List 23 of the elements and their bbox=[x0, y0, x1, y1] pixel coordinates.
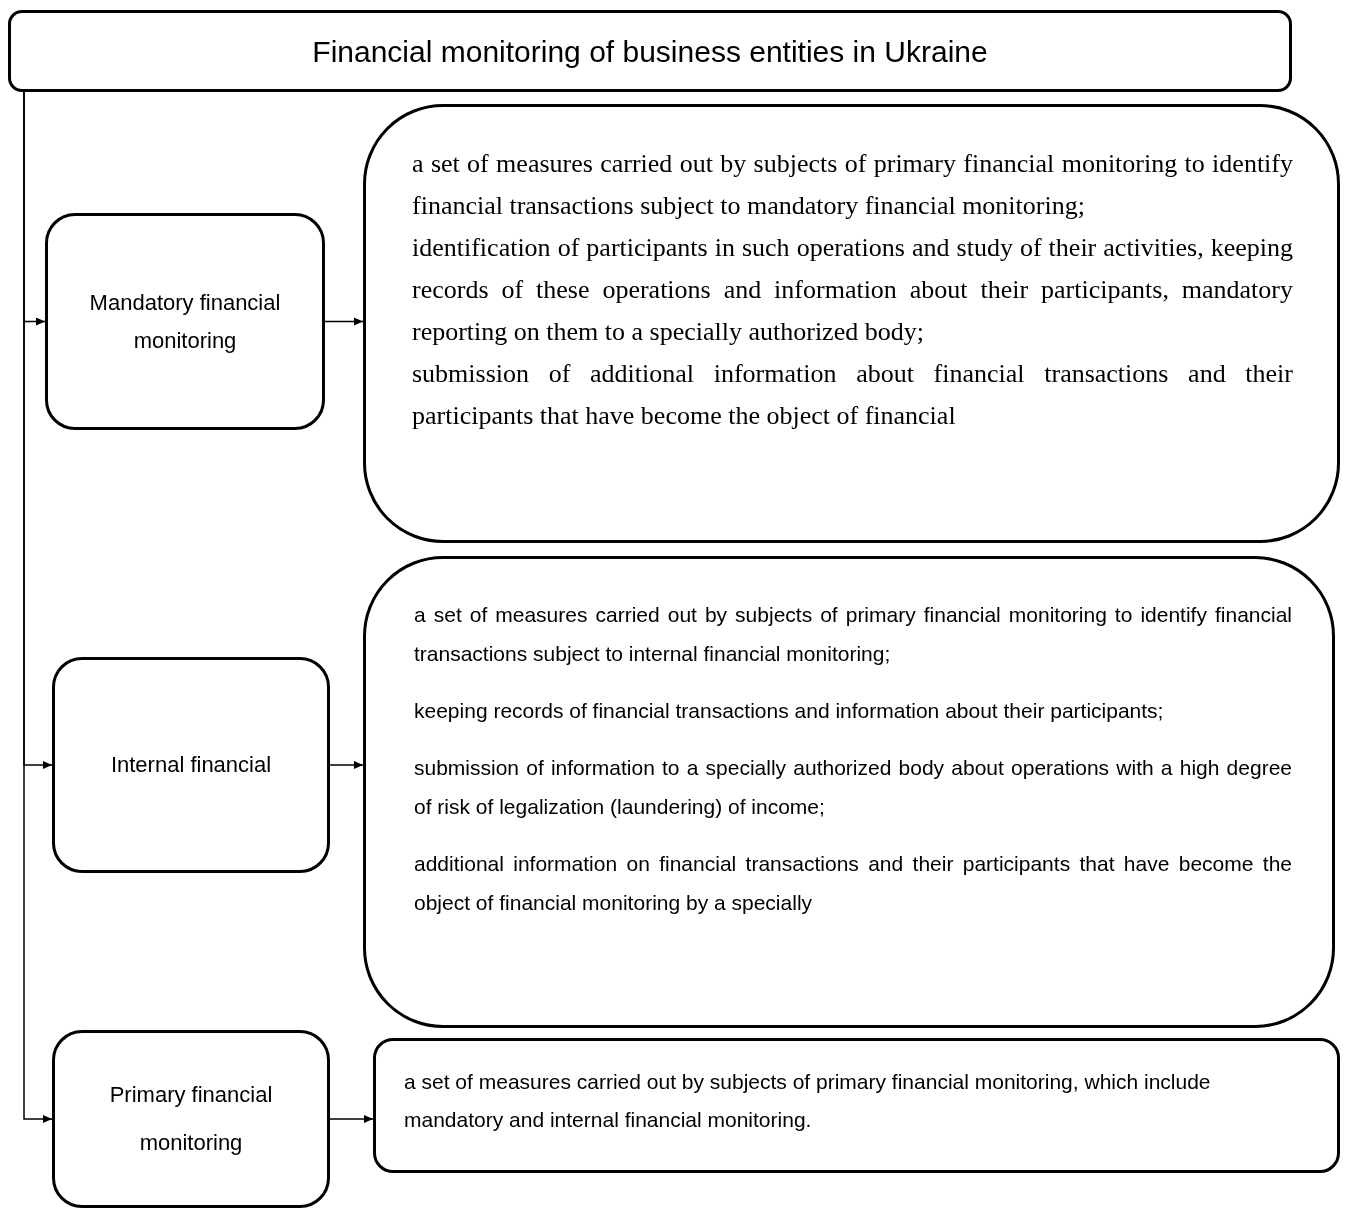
description-text: a set of measures carried out by subjects of primary financial monitoring, which include mandatory and internal financial monitoring. bbox=[404, 1069, 1212, 1133]
category-label: Mandatory financial monitoring bbox=[88, 288, 282, 355]
category-box bbox=[45, 213, 325, 430]
description-text: additional information on financial transactions and their participants that have become the object of financial monitoring by a specially bbox=[414, 851, 1292, 916]
description-text: a set of measures carried out by subjects of primary financial monitoring to identify financial transactions subject to mandatory financial monitoring; bbox=[412, 148, 1293, 222]
arrow bbox=[329, 1115, 374, 1123]
category-box bbox=[52, 1030, 330, 1208]
arrow bbox=[324, 317, 364, 326]
arrow bbox=[23, 91, 53, 1123]
category-label: Internal financial bbox=[110, 751, 272, 779]
description-text: identification of participants in such operations and study of their activities, keeping records of these operations and information about their participants, mandatory reporting on them to a specially authorized body; bbox=[412, 232, 1293, 348]
description-text: keeping records of financial transactions and information about their participants; bbox=[414, 698, 1165, 724]
description-box bbox=[363, 556, 1335, 1028]
description-text: submission of information to a specially authorized body about operations with a high degree of risk of legalization (laundering) of income; bbox=[414, 755, 1292, 820]
arrow bbox=[329, 761, 364, 769]
category-box bbox=[52, 657, 330, 873]
description-box bbox=[373, 1038, 1340, 1173]
title-box bbox=[8, 10, 1292, 92]
description-text: a set of measures carried out by subjects of primary financial monitoring to identify financial transactions subject to internal financial monitoring; bbox=[414, 602, 1292, 667]
category-label: Primary financial monitoring bbox=[108, 1081, 274, 1157]
description-text: submission of additional information about financial transactions and their participants that have become the object of financial bbox=[412, 358, 1293, 432]
title: Financial monitoring of business entities in Ukraine bbox=[312, 33, 988, 70]
description-box bbox=[363, 104, 1340, 543]
